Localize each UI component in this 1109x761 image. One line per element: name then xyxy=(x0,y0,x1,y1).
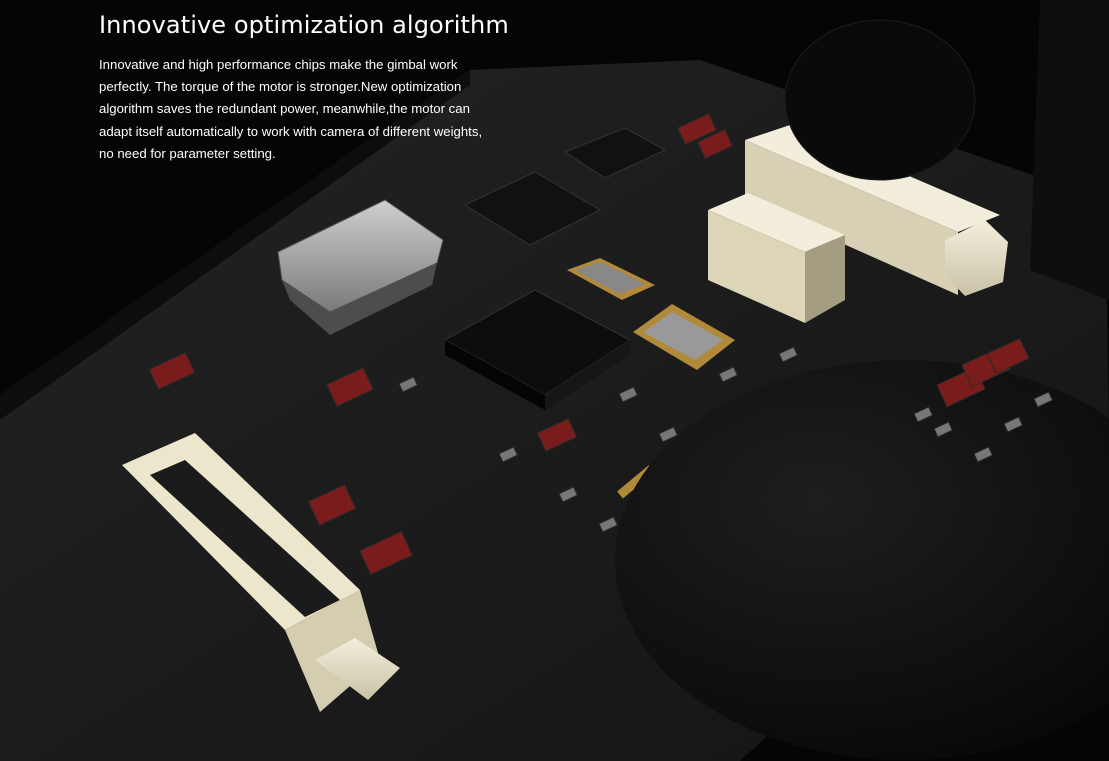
pcb-side-edge xyxy=(0,70,470,420)
connector-block xyxy=(708,193,845,252)
feature-description: Innovative and high performance chips ma… xyxy=(99,54,529,165)
motor-housing xyxy=(615,360,1109,760)
smd-components xyxy=(148,112,1030,576)
connector-latch xyxy=(315,638,400,700)
chip xyxy=(563,127,667,179)
description-line: Innovative and high performance chips ma… xyxy=(99,57,458,72)
feature-text-block: Innovative optimization algorithm Innova… xyxy=(99,10,529,165)
description-line: no need for parameter setting. xyxy=(99,145,276,161)
housing xyxy=(1030,0,1109,300)
chip xyxy=(463,171,602,246)
description-line: algorithm saves the redundant power, mea… xyxy=(99,101,470,117)
feature-title: Innovative optimization algorithm xyxy=(99,11,509,39)
connector-latch xyxy=(945,220,1008,296)
description-line: adapt itself automatically to work with … xyxy=(99,123,483,139)
description-line: perfectly. The torque of the motor is st… xyxy=(99,79,462,95)
